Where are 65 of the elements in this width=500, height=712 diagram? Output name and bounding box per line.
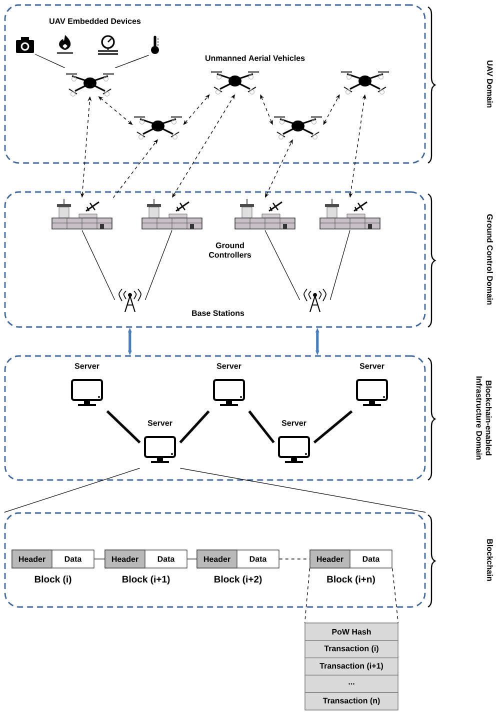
data-cell: Data: [362, 556, 380, 562]
server-label: Server: [216, 363, 242, 369]
header-cell: Header: [104, 550, 146, 568]
flame-icon: [57, 35, 73, 54]
server-label: Server: [360, 363, 384, 369]
control-tower-drawing: [52, 198, 112, 230]
header-cell: Header: [196, 550, 238, 568]
group-label: UAV Embedded Devices: [50, 18, 141, 24]
connector-line: [94, 558, 105, 560]
connector-line: [248, 410, 275, 444]
header-cell: Header: [310, 550, 350, 568]
connector-line: [144, 230, 172, 300]
control-tower-drawing: [320, 198, 380, 230]
server-label: Server: [74, 363, 100, 369]
group-label: Blockchain: [487, 539, 493, 581]
header-cell: Header: [12, 550, 52, 568]
server-label: Server: [148, 420, 172, 426]
group-label: Ground Control Domain: [487, 214, 493, 305]
table-row: Transaction (n): [304, 692, 398, 710]
connector-line: [180, 468, 426, 513]
control-tower-drawing: [142, 198, 202, 230]
drone-drawing: [274, 116, 322, 140]
connector-line: [106, 410, 141, 444]
antenna-tower-icon: [304, 288, 326, 313]
antenna-tower-icon: [118, 288, 142, 313]
domain-panel: [4, 512, 426, 608]
domain-panel: [4, 191, 426, 328]
block-label: Block (i+n): [327, 576, 375, 584]
connector-line: [330, 230, 350, 300]
server-label: Server: [282, 420, 306, 426]
camera-icon: [16, 37, 34, 53]
connector-line: [392, 568, 399, 624]
table-row: Transaction (i): [304, 640, 398, 658]
connector-line: [82, 230, 116, 300]
thermometer-icon: [151, 36, 160, 54]
table-row: ...: [304, 674, 398, 693]
drone-drawing: [210, 72, 260, 94]
block-label: Block (i+2): [214, 576, 262, 584]
connector-line: [114, 54, 150, 68]
data-cell: Data: [158, 556, 175, 562]
table-row: PoW Hash: [304, 622, 398, 641]
connector-line: [313, 410, 353, 444]
table-row: Transaction (i+1): [304, 657, 398, 676]
connector-line: [304, 568, 310, 624]
group-label: Ground Controllers: [209, 242, 251, 258]
connector-line: [4, 468, 140, 513]
connector-line: [264, 230, 300, 300]
connector-line: [179, 410, 210, 444]
drone-drawing: [340, 72, 390, 94]
block-label: Block (i): [34, 576, 72, 584]
group-label: Blockchain-enabled Infrastructure Domain: [476, 376, 492, 460]
domain-panel: [4, 355, 426, 481]
drone-drawing: [134, 116, 182, 140]
data-cell: Data: [250, 556, 267, 562]
gauge-icon: [97, 35, 119, 55]
data-cell: Data: [64, 556, 82, 562]
group-label: Base Stations: [192, 310, 244, 316]
domain-panel: [4, 4, 426, 164]
control-tower-drawing: [234, 198, 296, 230]
block-label: Block (i+1): [122, 576, 170, 584]
connector-line: [187, 558, 197, 560]
drone-drawing: [66, 74, 114, 96]
connector-line: [34, 54, 66, 68]
group-label: Unmanned Aerial Vehicles: [205, 55, 305, 61]
group-label: UAV Domain: [487, 60, 493, 108]
